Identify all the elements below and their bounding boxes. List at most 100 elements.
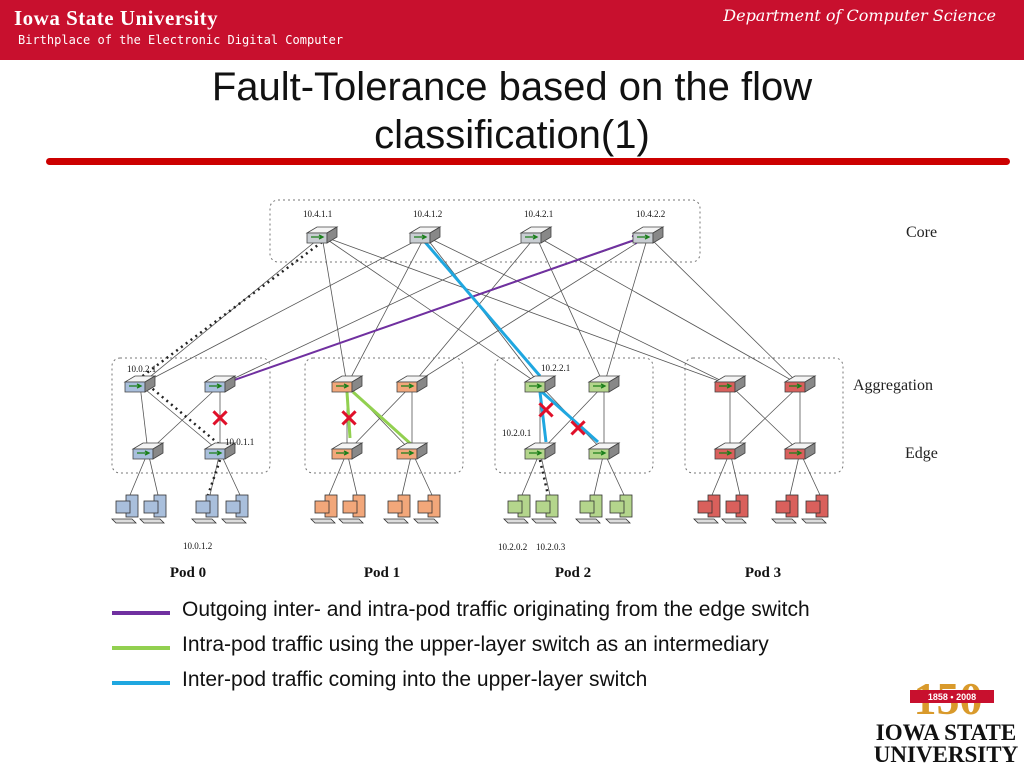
host-monitor <box>387 500 403 514</box>
agg-edge-link <box>147 384 221 453</box>
dotted-path-pod2-host <box>538 459 550 496</box>
host-monitor <box>417 500 433 514</box>
host-monitor <box>225 500 241 514</box>
switch-arrow-icon <box>401 450 415 456</box>
switch-arrow-icon <box>414 234 428 240</box>
switch-arrow-icon <box>336 383 350 389</box>
switch-side <box>804 375 816 393</box>
switch-arrow-icon <box>529 383 543 389</box>
switch-arrow-icon <box>129 383 143 389</box>
switch-front <box>204 448 226 460</box>
switch-side <box>652 226 664 244</box>
core-agg-link <box>411 235 537 386</box>
switch-front <box>306 232 328 244</box>
switch-front <box>396 381 418 393</box>
pod2-edge-switch-1 <box>523 442 557 460</box>
pod2-edge-switch-2 <box>587 442 621 460</box>
legend-swatch-blue <box>112 681 170 685</box>
pod0-host-3 <box>191 494 219 524</box>
flow-paths <box>139 235 645 496</box>
pod3-edge-switch-1 <box>713 442 747 460</box>
legend-text-intra-pod: Intra-pod traffic using the upper-layer … <box>182 633 769 656</box>
legend-swatch-purple <box>112 611 170 615</box>
core-switch-2 <box>408 226 442 244</box>
pod0-edge-label: 10.0.1.1 <box>225 437 254 447</box>
host-monitor <box>697 500 713 514</box>
pod1-agg-switch-2 <box>395 375 429 393</box>
switch-front <box>632 232 654 244</box>
host-monitor <box>725 500 741 514</box>
switch-side <box>224 375 236 393</box>
switch-arrow-icon <box>719 383 733 389</box>
switch-side <box>224 442 236 460</box>
switch-arrow-icon <box>529 450 543 456</box>
host-monitor <box>314 500 330 514</box>
header-bar: Iowa State University Birthplace of the … <box>0 0 1024 60</box>
host-keyboard <box>605 518 631 524</box>
switch-side <box>416 442 428 460</box>
host-keyboard <box>310 518 336 524</box>
failure-x-icon-1: × <box>209 403 231 433</box>
pod1-host-2 <box>338 494 366 524</box>
green-flow-reroute-segment <box>351 390 414 447</box>
switch-side <box>351 375 363 393</box>
legend-text-inter-pod: Inter-pod traffic coming into the upper-… <box>182 668 648 691</box>
core-agg-link <box>321 235 348 386</box>
core-address-labels: 10.4.1.1 10.4.1.2 10.4.2.1 10.4.2.2 <box>303 209 665 219</box>
pod0-agg-switch-1 <box>123 375 157 393</box>
host-monitor <box>507 500 523 514</box>
pod2-host-3 <box>575 494 603 524</box>
pod2-agg-switch-2 <box>587 375 621 393</box>
pod3-host-4 <box>801 494 829 524</box>
pod2-host-1 <box>503 494 531 524</box>
pod1-host-1 <box>310 494 338 524</box>
host-keyboard <box>139 518 165 524</box>
switch-arrow-icon <box>137 450 151 456</box>
switch-front <box>784 381 806 393</box>
university-tagline: Birthplace of the Electronic Digital Com… <box>18 33 344 47</box>
core-agg-link <box>321 235 731 386</box>
pod0-host-1 <box>111 494 139 524</box>
host-keyboard <box>771 518 797 524</box>
switch-arrow-icon <box>789 450 803 456</box>
agg-edge-link <box>139 384 149 453</box>
pod3-host-3 <box>771 494 799 524</box>
host-monitor <box>609 500 625 514</box>
legend-text-outgoing: Outgoing inter- and intra-pod traffic or… <box>182 598 810 621</box>
host-keyboard <box>721 518 747 524</box>
switch-side <box>804 442 816 460</box>
host-monitor <box>342 500 358 514</box>
pod2-edge-label: 10.2.0.1 <box>502 428 531 438</box>
switch-front <box>132 448 154 460</box>
switch-arrow-icon <box>209 383 223 389</box>
host-keyboard <box>383 518 409 524</box>
agg-edge-link <box>346 384 413 453</box>
host-keyboard <box>338 518 364 524</box>
pod-1-box <box>304 357 464 474</box>
pod2-agg-label: 10.2.2.1 <box>541 363 570 373</box>
dotted-path-pod0-agg-edge <box>147 384 221 446</box>
failure-x-icon-2: × <box>338 403 360 433</box>
switch-front <box>588 381 610 393</box>
switch-front <box>124 381 146 393</box>
agg-edge-link <box>729 384 801 453</box>
core-agg-link <box>139 235 323 386</box>
switch-front <box>524 448 546 460</box>
pod-label-0: Pod 0 <box>170 565 206 581</box>
pod2-host-4 <box>605 494 633 524</box>
pod3-host-1 <box>693 494 721 524</box>
pod3-edge-switch-2 <box>783 442 817 460</box>
switch-side <box>608 375 620 393</box>
pod0-host-4 <box>221 494 249 524</box>
pod-label-2: Pod 2 <box>555 565 591 581</box>
failure-markers: ×××× <box>209 395 589 443</box>
host-monitor <box>143 500 159 514</box>
failure-x-icon-4: × <box>567 413 589 443</box>
purple-flow-line <box>219 237 641 386</box>
logo-years-ribbon <box>910 690 994 703</box>
switch-side <box>734 375 746 393</box>
core-switch-4 <box>631 226 665 244</box>
switch-front <box>588 448 610 460</box>
switch-front <box>714 448 736 460</box>
host-keyboard <box>191 518 217 524</box>
